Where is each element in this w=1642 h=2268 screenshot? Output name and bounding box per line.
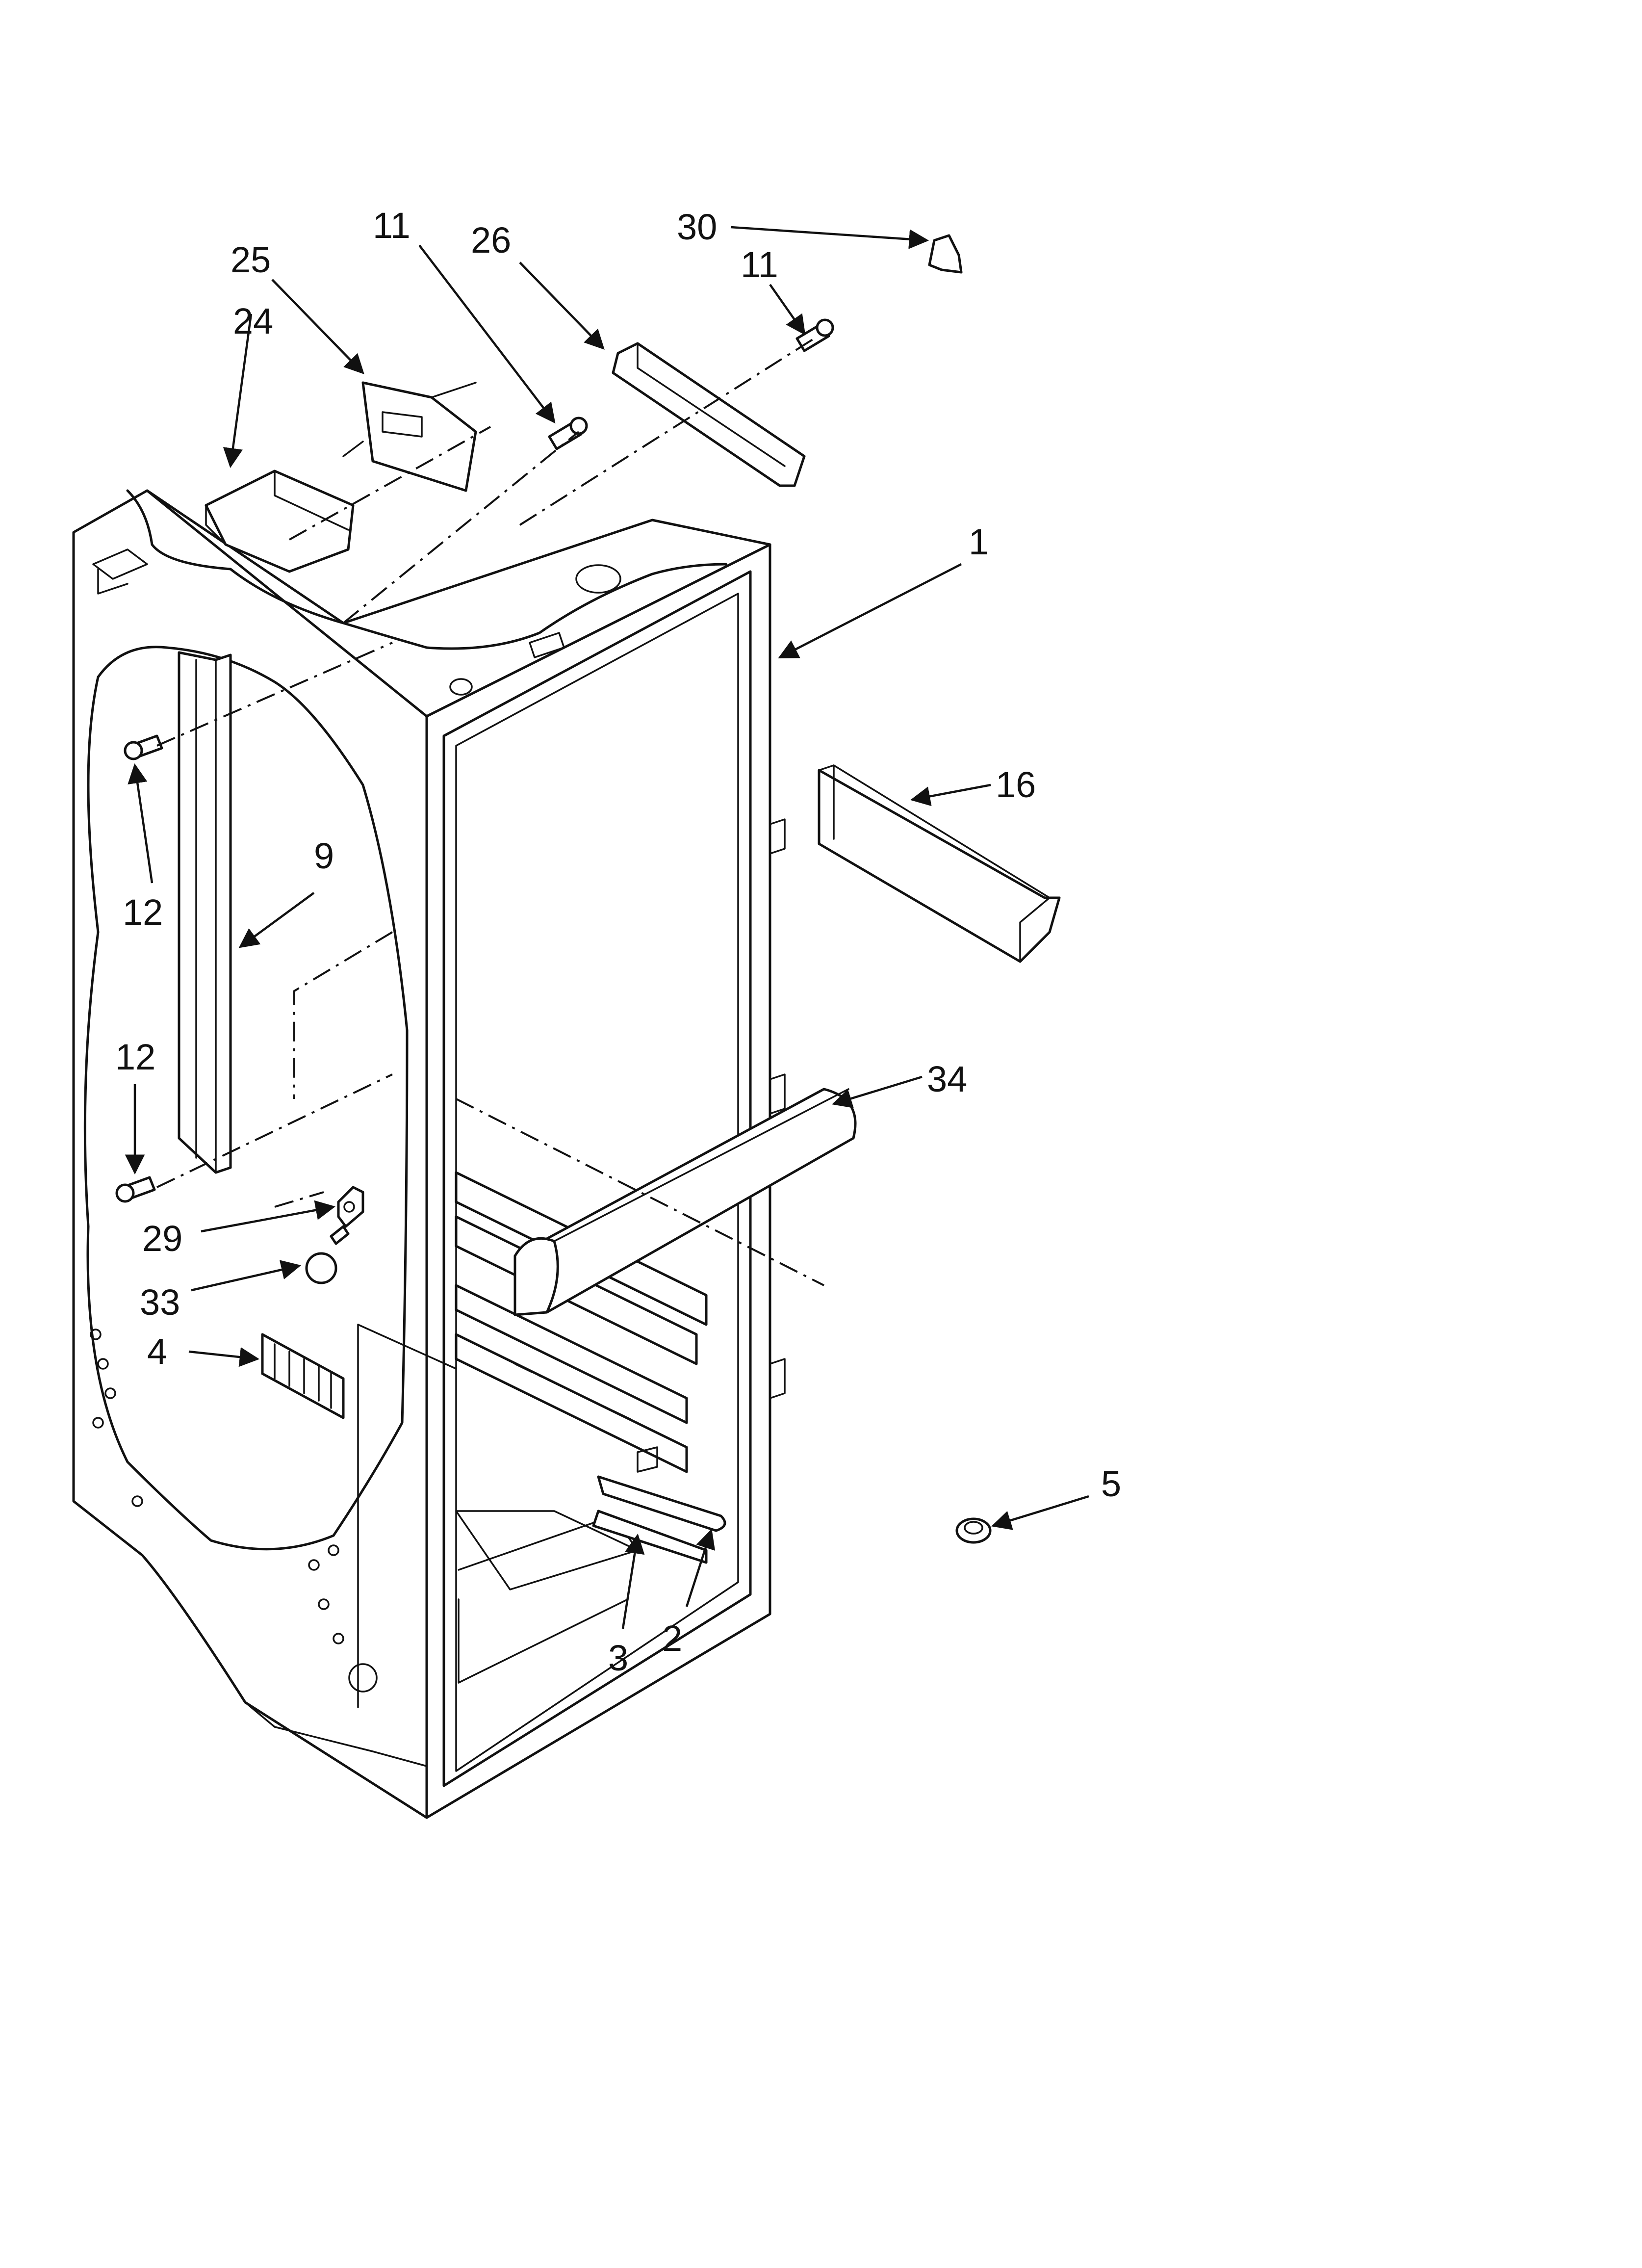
assembly-lines [156, 338, 824, 1424]
part-29-socket [337, 1186, 364, 1228]
part-26-top-rail [612, 342, 806, 487]
callout-4: 4 [147, 1331, 167, 1372]
part-12-screw-lower [115, 1176, 156, 1203]
callout-12-upper: 12 [123, 892, 163, 933]
callout-11-right: 11 [741, 244, 778, 285]
callout-33: 33 [140, 1282, 180, 1323]
part-33-light-bulb [305, 1225, 350, 1284]
part-25-bracket [342, 381, 477, 492]
callout-12-lower: 12 [115, 1037, 155, 1077]
part-16-tray [818, 764, 1061, 963]
shelf-rails [455, 1171, 708, 1473]
callout-29: 29 [142, 1218, 182, 1259]
part-11-screw-left [548, 417, 588, 450]
callout-1: 1 [969, 521, 989, 562]
callout-5: 5 [1101, 1463, 1121, 1504]
callout-labels: 30 11 26 11 25 24 1 16 34 9 12 12 29 33 … [115, 205, 1121, 1678]
callout-9: 9 [314, 835, 334, 876]
part-5-plug [955, 1517, 992, 1544]
part-4-vent-grille [261, 1333, 345, 1419]
callout-30: 30 [677, 207, 717, 247]
leader-lines [125, 226, 1089, 1629]
part-34-cover [513, 1088, 857, 1316]
callout-26: 26 [471, 220, 511, 261]
callout-2: 2 [662, 1618, 682, 1659]
callout-11-left: 11 [373, 205, 410, 246]
callout-3: 3 [608, 1638, 628, 1678]
part-2-3-brackets [592, 1446, 726, 1564]
part-9-shelf-ladder [178, 651, 232, 1174]
callout-24: 24 [233, 301, 273, 341]
callout-16: 16 [996, 764, 1036, 805]
callout-25: 25 [231, 239, 271, 280]
part-24-housing [205, 469, 355, 573]
part-30-clip [928, 234, 963, 274]
callout-34: 34 [927, 1059, 967, 1099]
part-12-screw-upper [124, 734, 163, 760]
